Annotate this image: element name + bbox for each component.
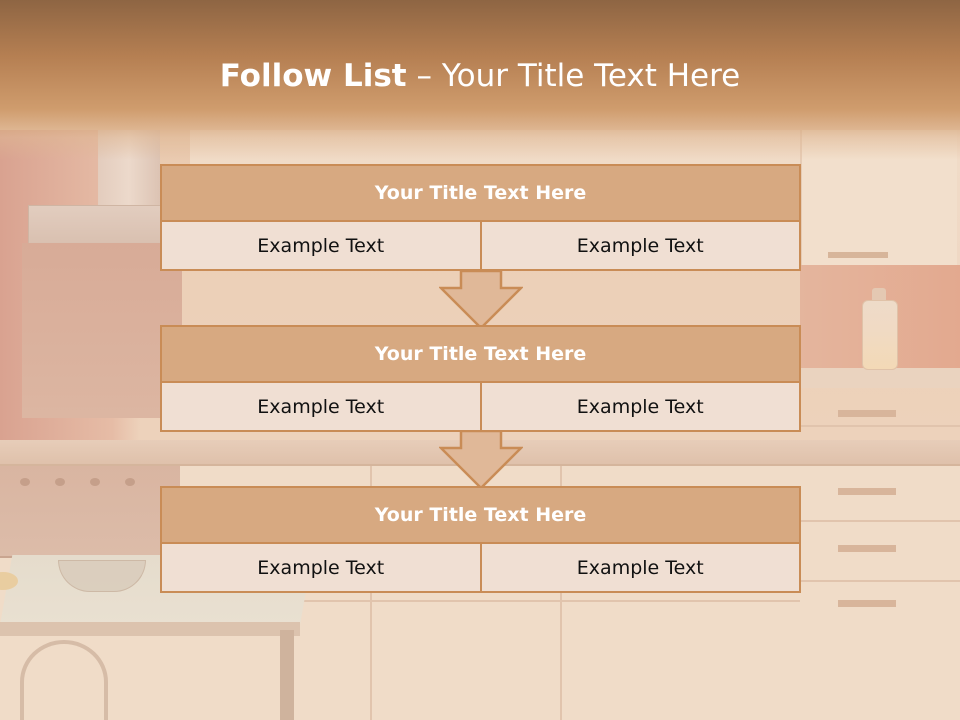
slide-title: Follow List – Your Title Text Here: [0, 55, 960, 97]
down-arrow-icon: [439, 270, 523, 330]
flow-cell-right: Example Text: [479, 383, 800, 430]
flow-block-row: Example Text Example Text: [160, 383, 801, 432]
flow-block-row: Example Text Example Text: [160, 222, 801, 271]
flow-cell-left: Example Text: [257, 556, 385, 579]
flow-cell-right: Example Text: [479, 544, 800, 591]
slide-title-bold: Follow List: [219, 58, 407, 94]
flow-cell-left: Example Text: [257, 234, 385, 257]
flow-block-1: Your Title Text Here Example Text Exampl…: [160, 164, 801, 271]
flow-block-2: Your Title Text Here Example Text Exampl…: [160, 325, 801, 432]
flow-block-3: Your Title Text Here Example Text Exampl…: [160, 486, 801, 593]
down-arrow-icon: [439, 430, 523, 490]
flow-block-row: Example Text Example Text: [160, 544, 801, 593]
slide-title-rest: – Your Title Text Here: [406, 58, 741, 94]
flow-block-title: Your Title Text Here: [160, 164, 801, 222]
flow-cell-right: Example Text: [479, 222, 800, 269]
flow-block-title: Your Title Text Here: [160, 325, 801, 383]
flow-cell-left: Example Text: [257, 395, 385, 418]
flow-block-title: Your Title Text Here: [160, 486, 801, 544]
